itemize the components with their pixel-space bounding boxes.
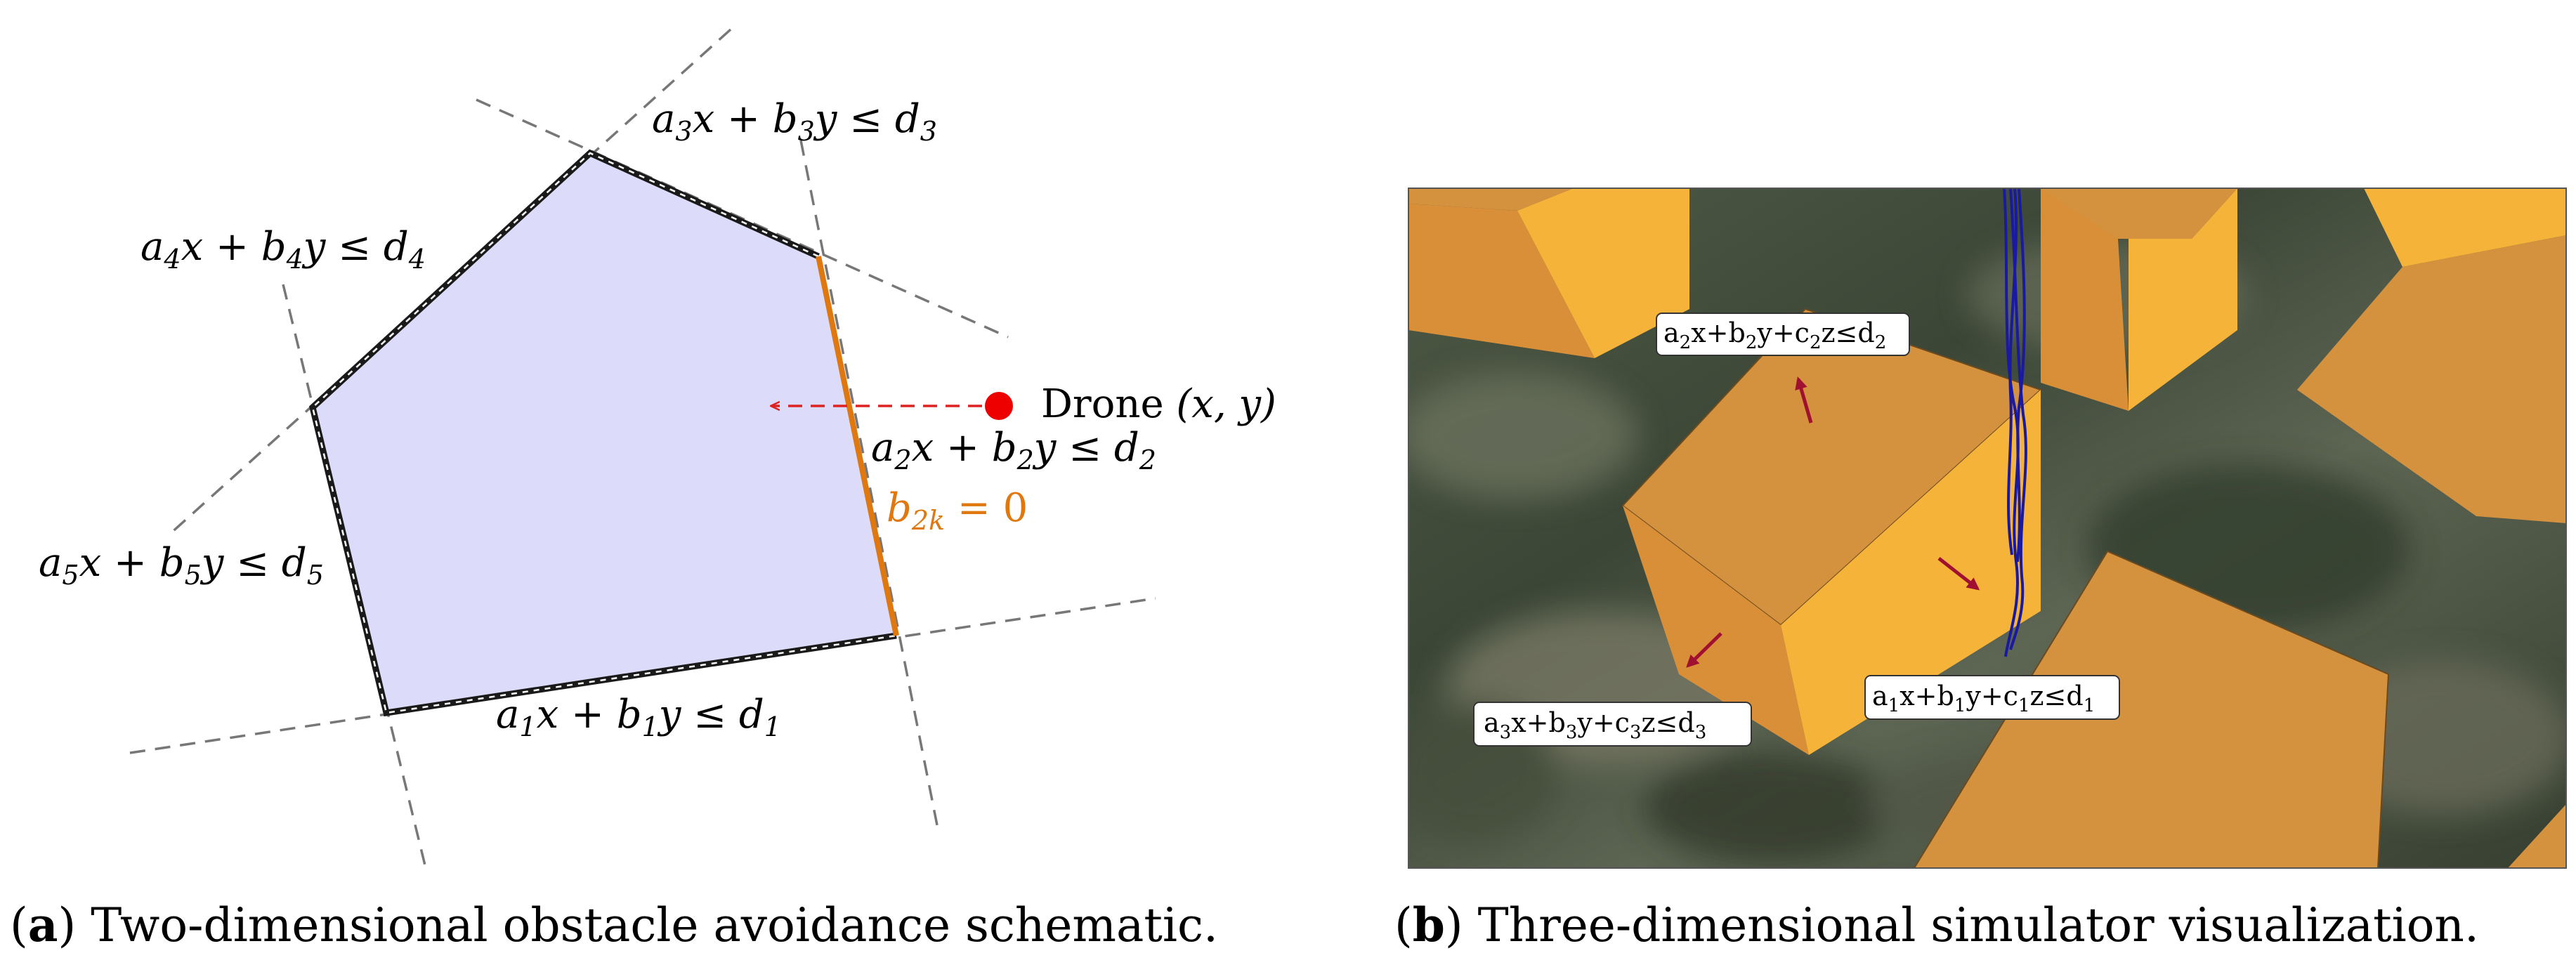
building-top-left xyxy=(1408,188,1689,358)
svg-text:a1x+b1y+c1z≤d1: a1x+b1y+c1z≤d1 xyxy=(1872,681,2095,716)
panel-a-schematic: Drone (x, y) a3x + b3y ≤ d3 a4x + b4y ≤ … xyxy=(10,28,1276,952)
building-bottom-corner xyxy=(2508,804,2566,868)
building-bottom-right xyxy=(1913,550,2390,868)
normal-arrow-2 xyxy=(1795,376,1813,423)
building-central xyxy=(1621,308,2042,755)
polygon-boundary xyxy=(309,149,897,717)
constraint-label-3: a3x + b3y ≤ d3 xyxy=(652,96,937,147)
plane-label-1: a1x+b1y+c1z≤d1 xyxy=(1864,675,2120,720)
constraint-label-2: a2x + b2y ≤ d2 xyxy=(871,425,1156,475)
drone-marker xyxy=(985,392,1013,420)
normal-arrow-3 xyxy=(1686,632,1722,668)
plane-label-2: a2x+b2y+c2z≤d2 xyxy=(1656,313,1910,356)
plane-label-3: a3x+b3y+c3z≤d3 xyxy=(1473,702,1752,747)
free-space-polygon xyxy=(313,153,896,713)
constraint-label-4: a4x + b4y ≤ d4 xyxy=(140,224,426,275)
b2k-label: b2k = 0 xyxy=(887,485,1028,536)
panel-b-simulator: a2x+b2y+c2z≤d2 a1x+b1y+c1z≤d1 a3x+b3y+c3… xyxy=(1394,188,2567,952)
constraint-label-5: a5x + b5y ≤ d5 xyxy=(39,540,324,591)
active-edge-orange xyxy=(816,256,899,636)
building-top-right xyxy=(2297,188,2566,523)
caption-b: (b) Three-dimensional simulator visualiz… xyxy=(1394,898,2479,952)
svg-text:a3x+b3y+c3z≤d3: a3x+b3y+c3z≤d3 xyxy=(1484,707,1706,743)
constraint-label-1: a1x + b1y ≤ d1 xyxy=(496,692,781,742)
drone-trajectory xyxy=(2003,188,2027,657)
svg-text:a2x+b2y+c2z≤d2: a2x+b2y+c2z≤d2 xyxy=(1663,317,1886,353)
ext-line-2 xyxy=(799,140,939,829)
building-top-center xyxy=(2041,188,2237,411)
normal-arrow-1 xyxy=(1937,557,1980,591)
simulator-frame xyxy=(1408,188,2567,869)
drone-label: Drone (x, y) xyxy=(1041,381,1276,427)
caption-a: (a) Two-dimensional obstacle avoidance s… xyxy=(10,898,1218,952)
